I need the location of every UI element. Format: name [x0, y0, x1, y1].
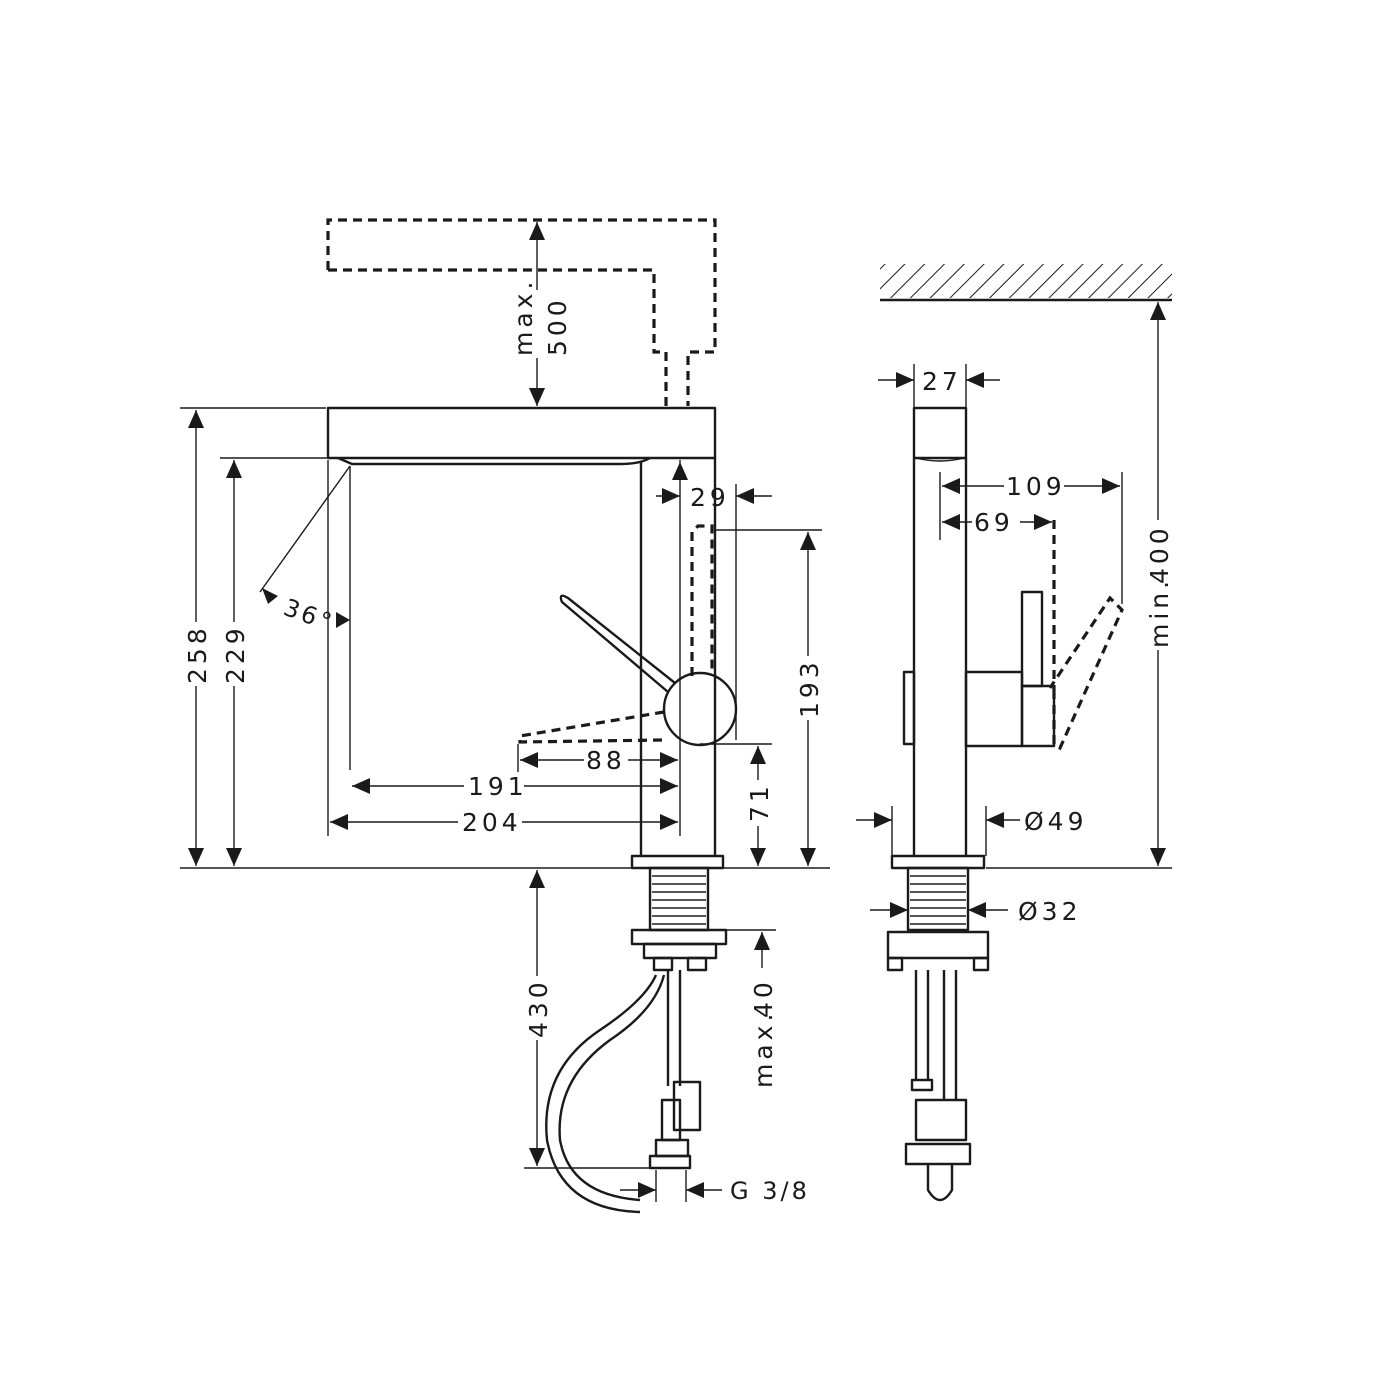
dim-229: 229: [220, 457, 336, 866]
dim-diameter-32: Ø32: [870, 897, 1082, 926]
dim-109: 109: [939, 472, 1123, 604]
dim-193: 193: [716, 529, 824, 866]
height-total: 258: [183, 624, 212, 684]
handle-reach-closed: 69: [974, 508, 1014, 537]
dim-430: 430: [522, 870, 688, 1169]
dim-diameter-49: Ø49: [856, 806, 1088, 856]
deck-thickness-value: 40: [749, 978, 778, 1018]
faucet-spout: [326, 406, 717, 466]
dim-29: 29: [656, 462, 772, 740]
dim-max-500: max. 500: [508, 222, 572, 406]
max-clearance-prefix: max.: [509, 278, 538, 356]
wall-clearance-prefix: min.: [1145, 577, 1174, 648]
threaded-shank: [630, 866, 728, 972]
spout-angle: 36°: [280, 593, 338, 637]
body-diameter: Ø49: [1024, 807, 1088, 836]
dim-191: 191: [352, 772, 678, 801]
dim-27: 27: [878, 364, 1000, 408]
shank-diameter: Ø32: [1018, 897, 1082, 926]
side-view: 27 109 69 min. 400: [856, 264, 1174, 1202]
handle-reach-open: 109: [1006, 472, 1066, 501]
deck-thickness-prefix: max.: [749, 1010, 778, 1088]
clearance-outline: [326, 218, 717, 406]
dim-69: 69: [942, 508, 1052, 537]
spout-reach-inner: 191: [468, 772, 528, 801]
side-shank: [886, 866, 990, 1202]
wall-hatch: [880, 264, 1172, 302]
handle-reach: 88: [586, 746, 626, 775]
spout-width: 27: [922, 367, 962, 396]
hose-length: 430: [524, 978, 553, 1038]
dim-71: 71: [700, 743, 774, 866]
faucet-body: [630, 458, 725, 870]
dim-angle-36: 36°: [259, 465, 351, 770]
front-view: max. 500 258 229 36°: [180, 218, 830, 1214]
wall-clearance-value: 400: [1145, 524, 1174, 584]
dim-g-3-8: G 3/8: [620, 1170, 810, 1205]
height-spout: 229: [221, 624, 250, 684]
dim-204: 204: [327, 460, 681, 837]
dim-min-400: min. 400: [986, 302, 1174, 869]
handle-height: 193: [795, 658, 824, 718]
side-handle: [964, 520, 1124, 751]
max-clearance-value: 500: [543, 296, 572, 356]
connection-thread: G 3/8: [730, 1177, 810, 1205]
dim-88: 88: [517, 744, 678, 775]
spout-reach-outer: 204: [462, 808, 522, 837]
supply-hoses: [545, 970, 702, 1214]
handle-center-height: 71: [745, 782, 774, 822]
dim-258: 258: [180, 407, 830, 869]
faucet-handle: [518, 524, 738, 747]
side-spout: [890, 406, 986, 870]
handle-offset: 29: [690, 483, 730, 512]
dim-max-40: max. 40: [726, 929, 782, 1090]
